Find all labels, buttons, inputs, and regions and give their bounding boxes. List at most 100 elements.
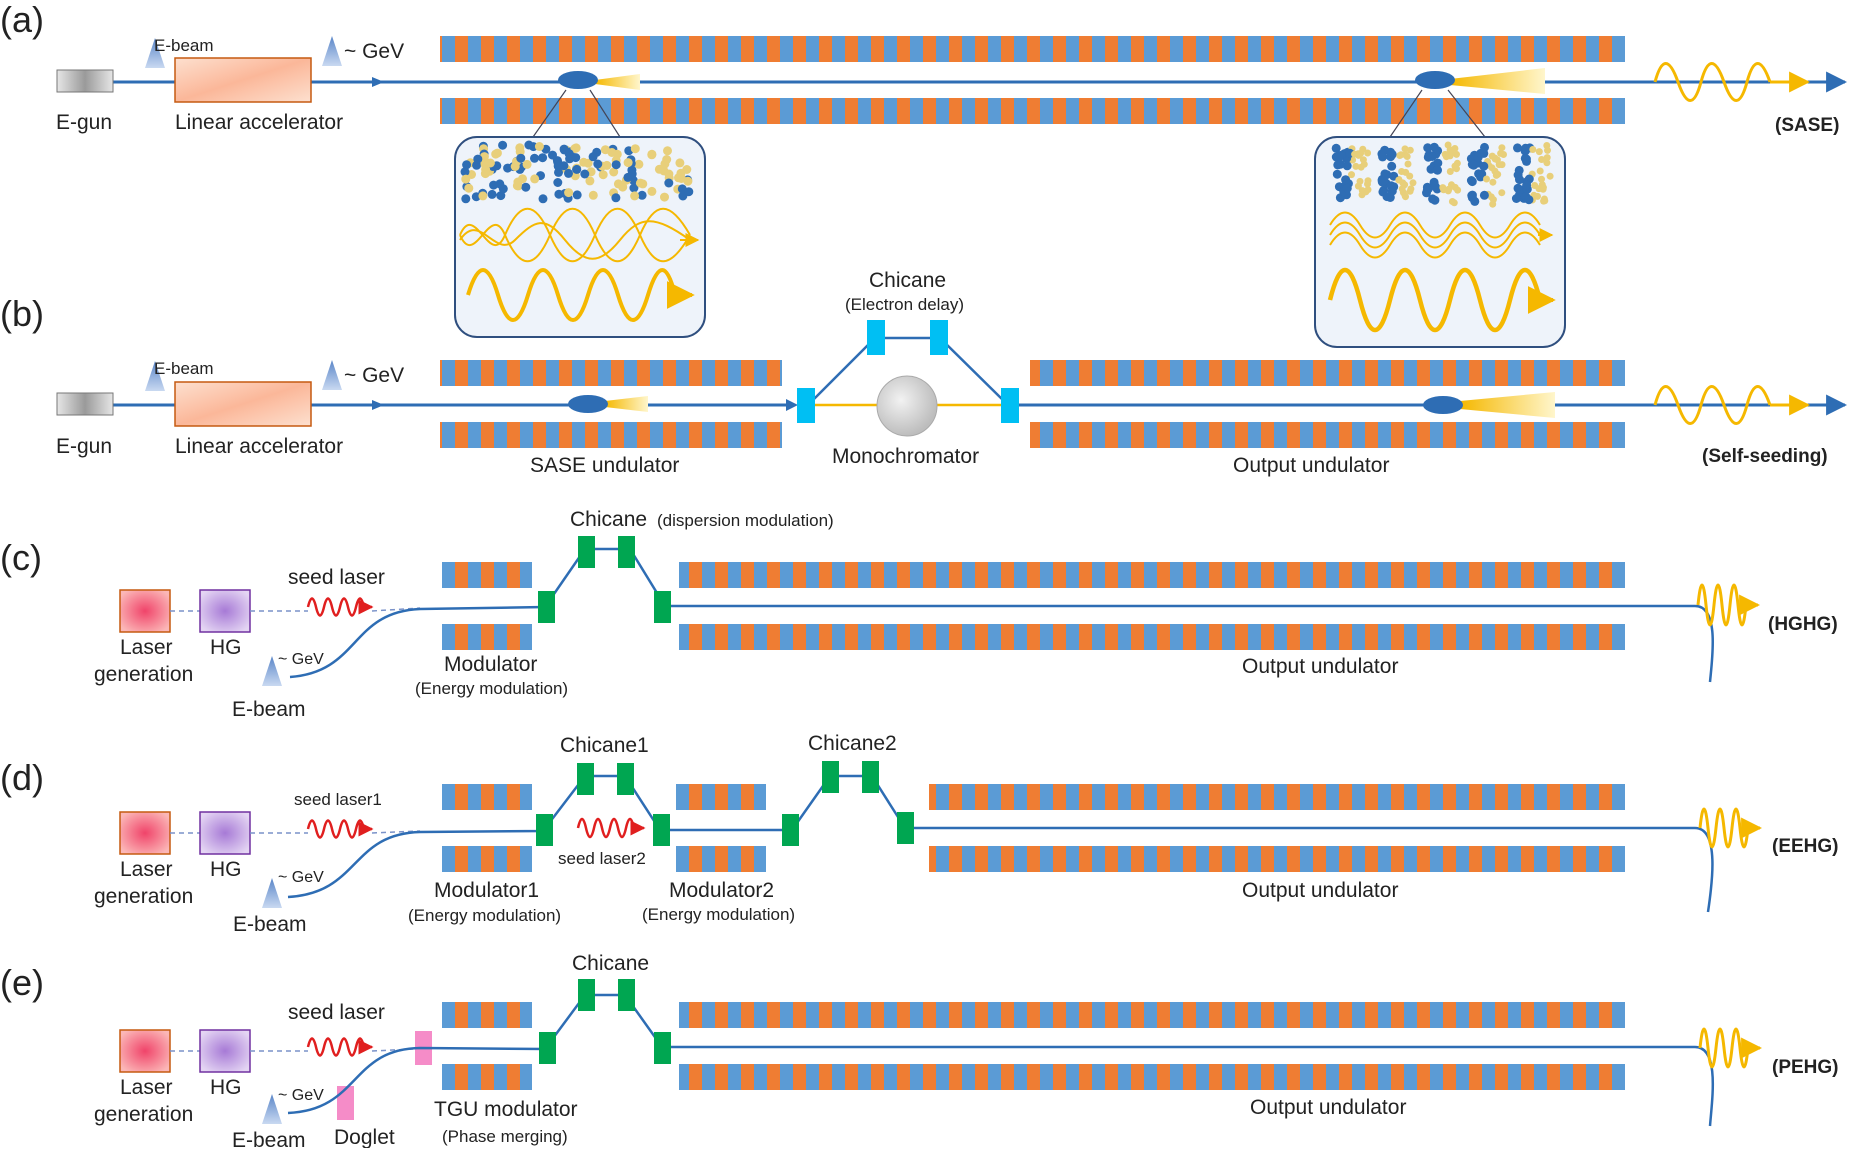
electron-dot [1483, 175, 1490, 183]
electron-dot [1535, 148, 1543, 156]
electron-dot [1466, 176, 1476, 185]
seed-laser-wave [306, 819, 366, 839]
electron-dot [1439, 184, 1447, 192]
electron-dot [611, 193, 621, 203]
electron-cloud-random [460, 140, 694, 204]
electron-dot [618, 182, 628, 192]
hg-box [199, 589, 251, 633]
sase-undulator-label: SASE undulator [530, 454, 679, 477]
electron-dot [1498, 161, 1506, 169]
electron-dot [553, 161, 563, 171]
electron-dot [1395, 176, 1403, 184]
seed-laser2-wave [576, 817, 636, 839]
hg-box [199, 1029, 251, 1073]
electron-dot [623, 158, 633, 168]
electron-dot [1427, 152, 1437, 161]
electron-dot [1406, 146, 1414, 154]
electron-dot [647, 150, 657, 160]
ebeam-label: E-beam [233, 913, 307, 936]
electron-dot [588, 190, 598, 200]
electron-dot [1433, 165, 1442, 175]
modulator1-note: (Energy modulation) [408, 906, 561, 925]
harmonic-radiation [1698, 807, 1750, 849]
electron-dot [1423, 143, 1433, 153]
chicane-magnet [578, 536, 595, 568]
modulator1-top [442, 784, 532, 810]
laser-box [119, 589, 171, 633]
electron-dot [1359, 156, 1367, 164]
linac-label: Linear accelerator [175, 435, 343, 458]
panel-a: (a) E-gun E-beam Linear accelerator ~ Ge… [0, 0, 1848, 348]
ebeam-label: E-beam [154, 36, 214, 55]
chicane-magnet [867, 320, 885, 355]
electron-dot [598, 170, 608, 180]
ebeam-triangle [145, 361, 165, 391]
electron-dot [1479, 190, 1489, 200]
hg-box [199, 811, 251, 855]
modulator1-label: Modulator1 [434, 879, 539, 902]
electron-dot [1543, 154, 1551, 162]
tgu-modulator-bottom [442, 1064, 532, 1090]
output-undulator-top [679, 562, 1625, 588]
chicane-magnet [538, 591, 555, 623]
electron-dot [1402, 193, 1409, 201]
chicane-label: Chicane [869, 269, 946, 292]
mode-label: (HGHG) [1768, 614, 1838, 635]
monochromator-crystal [876, 375, 938, 437]
beam-path [287, 993, 1715, 1127]
electron-dot [564, 168, 573, 178]
electron-dot [1356, 177, 1364, 185]
electron-dot [496, 191, 506, 201]
electron-dot [1352, 162, 1360, 170]
electron-dot [1404, 160, 1412, 168]
electron-dot [1387, 161, 1397, 171]
modulator2-label: Modulator2 [669, 879, 774, 902]
electron-dot [538, 194, 548, 204]
undulator-bottom [440, 98, 1625, 124]
electron-dot [1539, 184, 1547, 192]
linac-block [174, 57, 312, 103]
electron-dot [580, 169, 590, 179]
laser-box [119, 1029, 171, 1073]
electron-dot [579, 157, 589, 167]
laser-gen-label-1: Laser [120, 636, 173, 659]
chicane1-label: Chicane1 [560, 734, 649, 757]
modulator-label: Modulator [444, 653, 537, 676]
hg-label: HG [210, 1076, 242, 1099]
electron-dot [461, 174, 471, 184]
output-undulator-bottom [679, 1064, 1625, 1090]
laser-gen-label-1: Laser [120, 1076, 173, 1099]
electron-dot [1492, 171, 1500, 179]
electron-dot [627, 169, 637, 179]
electron-dot [1378, 152, 1388, 162]
electron-dot [1332, 169, 1342, 179]
electron-dot [1513, 143, 1522, 153]
electron-dot [1489, 196, 1497, 204]
electron-dot [1476, 172, 1485, 182]
electron-dot [1498, 144, 1506, 152]
electron-dot [1543, 142, 1551, 149]
electron-dot [1488, 164, 1496, 172]
electron-dot [564, 188, 574, 198]
chicane-magnet [536, 814, 553, 846]
ebeam-triangle [145, 38, 165, 68]
electron-dot [512, 181, 522, 191]
radiation-wave [1653, 385, 1772, 425]
electron-dot [677, 184, 687, 194]
chicane-magnet [1001, 388, 1019, 423]
mode-label: (EEHG) [1772, 836, 1839, 857]
laser-gen-label-1: Laser [120, 858, 173, 881]
linac-label: Linear accelerator [175, 111, 343, 134]
modulator1-bottom [442, 846, 532, 872]
electron-bunch [1423, 396, 1463, 414]
electron-dot [1529, 146, 1537, 153]
seed-laser2-label: seed laser2 [558, 849, 646, 868]
chicane-magnet [578, 979, 595, 1011]
saturated-wave [1327, 267, 1543, 333]
electron-dot [553, 178, 563, 187]
electron-dot [1453, 165, 1460, 173]
radiation-wave [1653, 62, 1772, 102]
hg-label: HG [210, 636, 242, 659]
electron-dot [460, 167, 470, 177]
modulator2-top [676, 784, 766, 810]
